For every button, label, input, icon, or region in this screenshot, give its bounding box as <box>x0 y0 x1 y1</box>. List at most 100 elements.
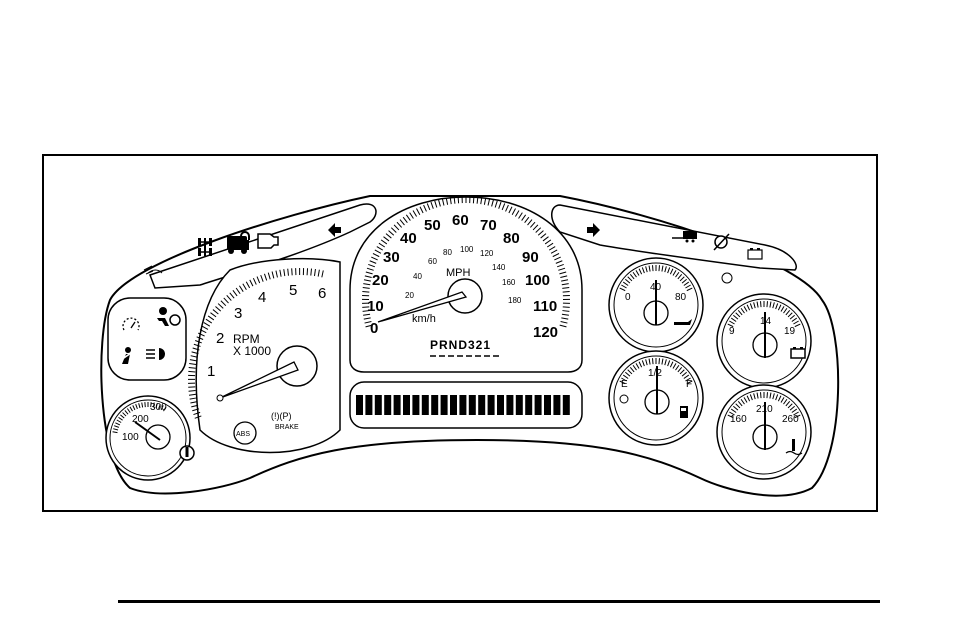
gauge-tick <box>412 210 418 217</box>
gauge-tick <box>366 267 374 271</box>
gauge-tick <box>217 303 224 309</box>
odometer-segment <box>450 395 457 415</box>
gauge-tick <box>223 297 229 304</box>
gauge-tick <box>769 301 772 308</box>
gauge-tick <box>622 281 629 286</box>
gauge-tick <box>193 411 201 416</box>
gauge-tick <box>363 313 371 316</box>
kmh-label-100: 100 <box>460 245 474 254</box>
gauge-tick <box>681 278 687 284</box>
gauge-tick <box>619 287 626 292</box>
gauge-tick <box>235 287 241 295</box>
gauge-tick <box>210 312 217 318</box>
odometer-segment <box>431 395 439 415</box>
odometer-segments <box>356 395 570 415</box>
gauge-tick <box>321 270 324 278</box>
kmh-label-80: 80 <box>443 248 452 257</box>
gauge-tick <box>554 256 561 261</box>
gauge-tick <box>760 301 762 308</box>
gauge-tick <box>155 403 158 409</box>
instrument-cluster-frame <box>42 154 878 512</box>
gauge-tick <box>679 369 685 375</box>
gauge-tick <box>664 359 667 366</box>
gauge-tick <box>627 369 633 375</box>
gauge-tick <box>735 403 741 409</box>
gauge-tick <box>491 199 494 207</box>
gauge-tick <box>188 370 196 373</box>
odometer-segment <box>459 395 467 415</box>
gauge-tick <box>232 290 238 297</box>
gauge-tick <box>192 408 200 412</box>
gauge-tick <box>364 321 372 324</box>
gauge-tick <box>558 267 566 271</box>
gauge-tick <box>402 216 408 224</box>
gauge-tick <box>498 201 502 209</box>
tach-label-2: 2 <box>216 330 224 347</box>
gauge-tick <box>621 377 627 382</box>
svg-text:0: 0 <box>625 292 631 303</box>
gauge-tick <box>399 219 405 226</box>
page-divider-rule <box>118 600 880 603</box>
speed-label-40: 40 <box>400 230 417 247</box>
gauge-tick <box>629 367 635 373</box>
kmh-label-60: 60 <box>428 257 437 266</box>
cruise-icon <box>122 317 140 331</box>
traction-off-icon <box>713 233 730 251</box>
gauge-tick <box>544 239 552 245</box>
gauge-tick <box>766 392 768 399</box>
voltmeter-gauge: 9 14 19 <box>716 293 812 389</box>
gauge-tick <box>494 200 498 208</box>
gauge-tick <box>203 322 211 327</box>
gauge-tick <box>661 265 664 272</box>
gauge-tick <box>194 415 202 419</box>
gauge-tick <box>141 402 144 408</box>
gauge-tick <box>124 410 129 415</box>
speed-label-10: 10 <box>367 298 384 315</box>
gear-indicator: PRND321 <box>430 338 491 352</box>
svg-text:F: F <box>686 379 692 390</box>
gauge-tick <box>364 275 372 278</box>
gauge-tick <box>661 358 664 365</box>
gauge-tick <box>189 359 197 362</box>
speedometer-ticks <box>361 196 571 328</box>
gauge-tick <box>245 281 251 289</box>
gauge-tick <box>508 206 513 214</box>
gauge-tick <box>291 268 293 276</box>
gauge-tick <box>743 306 748 312</box>
svg-text:160: 160 <box>730 414 747 425</box>
gauge-tick <box>385 233 392 239</box>
speedometer-needle <box>377 291 468 323</box>
gauge-tick <box>419 206 424 214</box>
security-lock-icon <box>227 231 250 254</box>
gauge-tick <box>524 216 530 224</box>
gauge-tick <box>376 246 384 251</box>
gauge-tick <box>152 402 155 408</box>
check-engine-icon <box>257 233 279 249</box>
gauge-tick <box>405 214 411 221</box>
gauge-tick <box>188 390 196 392</box>
gauge-tick <box>163 406 167 412</box>
gauge-tick <box>686 380 693 385</box>
gauge-tick <box>501 203 506 211</box>
gauge-tick <box>441 198 445 206</box>
kmh-label-160: 160 <box>502 278 516 287</box>
gauge-tick <box>794 323 801 328</box>
odometer-segment <box>497 395 504 415</box>
gauge-tick <box>737 401 743 407</box>
gauge-tick <box>518 212 523 219</box>
gauge-tick <box>160 405 164 411</box>
gauge-tick <box>740 307 745 314</box>
battery-indicator-icon <box>747 248 763 260</box>
gauge-tick <box>188 366 196 369</box>
gauge-tick <box>685 377 691 382</box>
gauge-tick <box>756 301 759 308</box>
speed-label-100: 100 <box>525 272 550 289</box>
speed-label-0: 0 <box>370 320 378 337</box>
gauge-tick <box>158 404 161 410</box>
svg-text:9: 9 <box>729 326 735 337</box>
gauge-tick <box>365 324 373 328</box>
gauge-tick <box>476 196 479 204</box>
speed-label-80: 80 <box>503 230 520 247</box>
gauge-tick <box>559 324 567 328</box>
gauge-tick <box>380 239 388 245</box>
